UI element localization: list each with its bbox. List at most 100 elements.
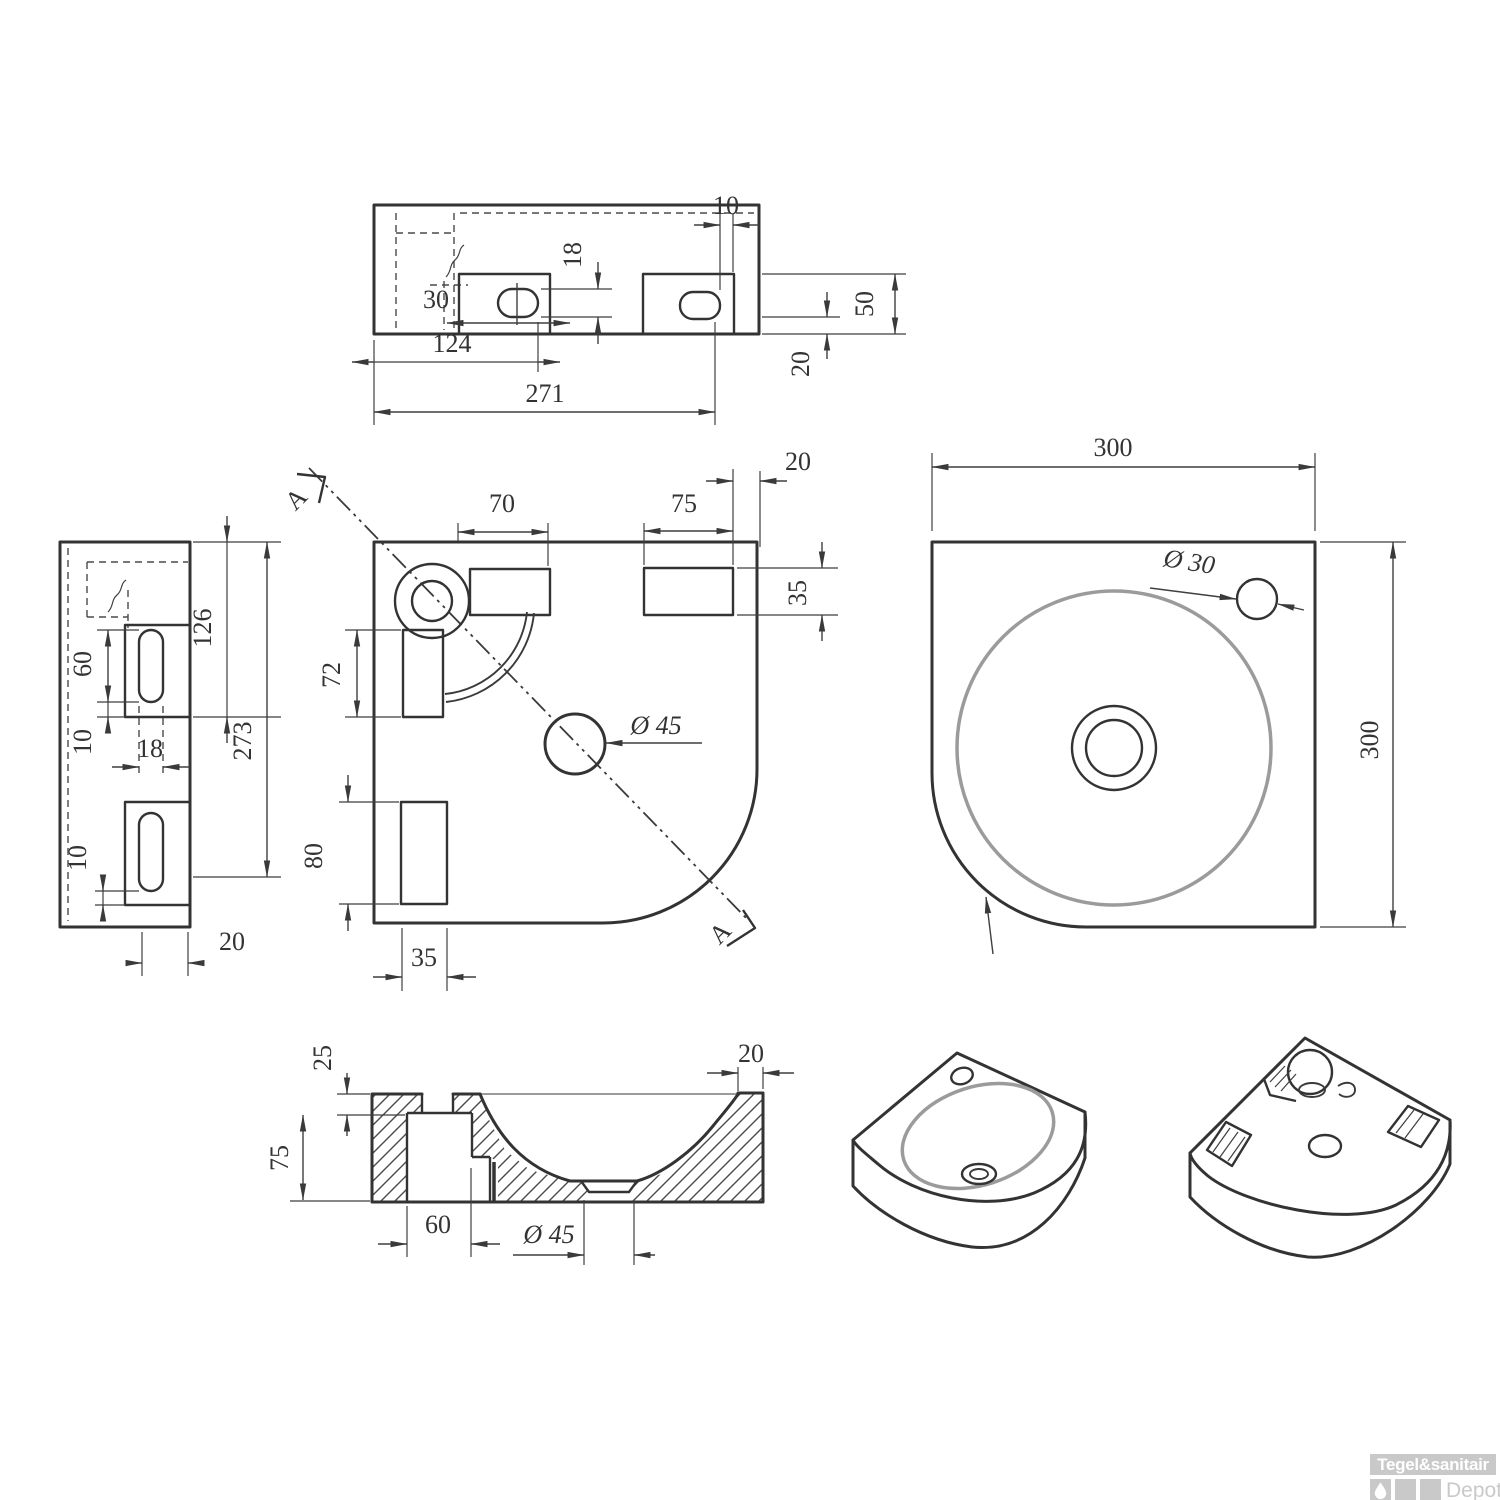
dim-back-124: 124 <box>351 322 561 425</box>
dim-plan-diameter-45: Ø 45 <box>605 711 702 747</box>
dim-side-20: 20 <box>125 927 245 976</box>
plan-left-slot <box>401 628 445 719</box>
dim-label: 10 <box>68 729 97 755</box>
iso-bottom-drain-hole <box>1307 1133 1343 1159</box>
section-mark-top <box>296 472 327 504</box>
dim-label: 271 <box>526 379 565 408</box>
top-view: Ø 30 300 300 <box>930 433 1406 955</box>
back-right-bracket <box>641 272 736 336</box>
drain-recess <box>580 1180 638 1194</box>
dim-label: 20 <box>738 1039 764 1068</box>
iso-left-slot-recess <box>1205 1120 1253 1168</box>
iso-drain-inner <box>969 1168 989 1180</box>
dim-side-60: 60 <box>68 629 139 703</box>
section-mark-bottom <box>726 909 757 948</box>
side-lower-slot <box>137 811 165 893</box>
dim-label: 20 <box>786 351 815 377</box>
dim-label: 75 <box>265 1145 294 1171</box>
plan-outline <box>372 540 759 925</box>
dim-label: 72 <box>317 662 346 688</box>
plan-lower-slot <box>399 800 449 906</box>
dim-plan-35-right: 35 <box>737 542 838 641</box>
drain-hole <box>543 712 607 776</box>
dim-top-300-width: 300 <box>931 433 1316 531</box>
dim-back-50: 50 <box>762 273 906 335</box>
section-label-top: A <box>279 482 313 516</box>
dim-side-126: 126 <box>188 516 281 743</box>
dim-top-diameter-30: Ø 30 <box>1149 543 1305 611</box>
dim-label: Ø 30 <box>1161 543 1217 580</box>
bowl-profile <box>478 1092 740 1183</box>
overflow-channel-arcs <box>444 611 535 703</box>
dim-label: 60 <box>425 1210 451 1239</box>
dim-side-10-upper: 10 <box>68 702 125 755</box>
corner-radius-leader <box>984 896 994 955</box>
logo: Tegel&sanitair Depot <box>1370 1454 1500 1500</box>
plan-view: A A 70 75 20 35 72 <box>279 447 838 991</box>
dim-label: 300 <box>1355 721 1384 760</box>
side-outline <box>58 540 192 929</box>
dim-plan-35-bottom: 35 <box>373 928 476 991</box>
tap-cavity <box>405 1094 492 1201</box>
dim-side-10-lower: 10 <box>63 845 139 922</box>
logo-brand-text: Tegel&sanitair <box>1377 1455 1489 1474</box>
back-left-slot <box>496 287 540 319</box>
dim-label: 10 <box>713 191 739 220</box>
dim-label: 30 <box>423 285 449 314</box>
dim-plan-72: 72 <box>317 629 401 718</box>
drain-inner <box>1084 718 1144 778</box>
iso-right-slot-recess <box>1386 1104 1441 1149</box>
dim-label: 70 <box>489 489 515 518</box>
back-view: 10 30 18 124 271 50 <box>351 191 906 425</box>
iso-tap-cavity <box>1286 1048 1334 1096</box>
side-upper-bracket <box>123 623 192 719</box>
dim-label: 25 <box>308 1045 337 1071</box>
logo-square-3 <box>1420 1479 1441 1500</box>
droplet-icon <box>1374 1482 1387 1499</box>
dim-plan-20: 20 <box>706 447 811 547</box>
section-label-bottom: A <box>703 916 737 950</box>
dim-back-30: 30 <box>423 285 571 327</box>
dim-back-10: 10 <box>694 191 759 290</box>
back-left-bracket <box>457 272 552 336</box>
tap-hole-outer <box>393 562 471 640</box>
dim-label: Ø 45 <box>629 711 681 740</box>
iso-drain-outer <box>960 1162 998 1186</box>
back-right-slot <box>678 290 722 321</box>
dim-section-60: 60 <box>378 1168 500 1257</box>
iso-top-wall <box>851 1110 1087 1249</box>
dim-label: 80 <box>299 843 328 869</box>
dim-label: 60 <box>68 651 97 677</box>
side-view: 126 273 60 10 18 10 <box>58 516 281 976</box>
side-lower-bracket <box>123 800 192 907</box>
iso-top-face <box>851 1051 1088 1203</box>
back-outline <box>372 203 761 336</box>
dim-side-273: 273 <box>193 541 281 878</box>
iso-tap-hole <box>950 1066 974 1086</box>
dim-plan-70: 70 <box>457 489 549 566</box>
dim-label: 10 <box>63 845 92 871</box>
dim-plan-75: 75 <box>643 469 734 565</box>
plan-right-slot <box>642 566 735 617</box>
side-upper-slot <box>137 628 165 704</box>
dim-back-20: 20 <box>762 292 840 377</box>
dim-top-300-height: 300 <box>1320 541 1406 928</box>
dim-label: 75 <box>671 489 697 518</box>
dim-section-20: 20 <box>707 1039 794 1091</box>
dim-label: 18 <box>137 734 163 763</box>
dim-label: 35 <box>783 580 812 606</box>
dim-label: 126 <box>188 609 217 648</box>
dim-back-271: 271 <box>373 322 716 425</box>
drain-outer <box>1070 704 1158 792</box>
dim-label: Ø 45 <box>522 1220 574 1249</box>
logo-banner <box>1370 1454 1496 1475</box>
dim-label: 273 <box>228 722 257 761</box>
dim-label: 300 <box>1094 433 1133 462</box>
isometric-top-view <box>851 1051 1088 1249</box>
iso-bottom-face <box>1188 1036 1452 1216</box>
dim-section-diameter-45: Ø 45 <box>513 1200 655 1265</box>
section-view: 25 75 20 60 Ø 45 <box>265 1039 794 1265</box>
dim-label: 50 <box>850 291 879 317</box>
